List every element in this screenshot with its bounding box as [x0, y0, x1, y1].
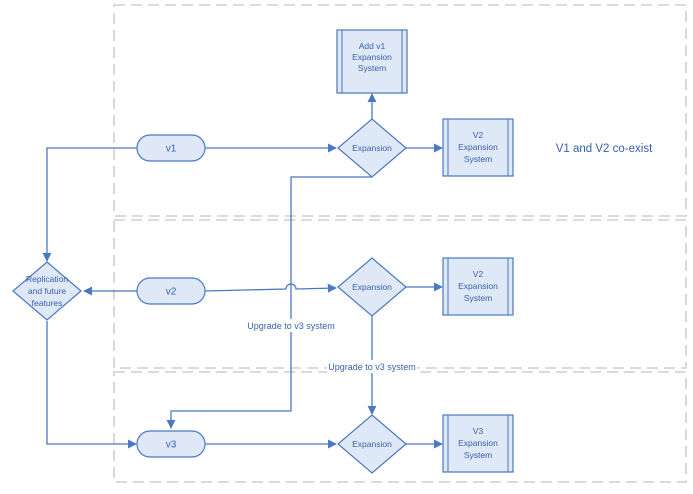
v3-system-line-2: Expansion	[458, 438, 498, 448]
v2-system-1-line-3: System	[464, 154, 492, 164]
node-expansion-1[interactable]: Expansion	[337, 118, 407, 178]
upgrade-label-left: Upgrade to v3 system	[247, 321, 335, 331]
connectors	[42, 93, 443, 449]
node-expansion-3[interactable]: Expansion	[337, 414, 407, 474]
node-replication-line-2: and future	[28, 286, 67, 296]
edge-v1-to-replication	[42, 147, 137, 262]
node-v1-label: v1	[166, 144, 177, 155]
node-v3[interactable]: v3	[136, 430, 206, 458]
v2-system-2-line-3: System	[464, 293, 492, 303]
node-v2-expansion-system-2[interactable]: V2 Expansion System	[442, 257, 514, 316]
node-v3-expansion-system[interactable]: V3 Expansion System	[442, 414, 514, 473]
node-v1[interactable]: v1	[136, 134, 206, 162]
node-v2-label: v2	[166, 287, 177, 298]
v3-system-line-3: System	[464, 450, 492, 460]
node-replication-line-1: Replication	[26, 274, 68, 284]
node-replication[interactable]: Replication and future features	[12, 261, 82, 321]
v2-system-2-line-2: Expansion	[458, 281, 498, 291]
v3-system-line-1: V3	[473, 426, 484, 436]
node-v2-expansion-system-1[interactable]: V2 Expansion System	[442, 118, 514, 177]
edge-expansion-1-upgrade-to-v3	[166, 176, 372, 429]
add-v1-line-3: System	[358, 63, 386, 73]
node-expansion-3-label: Expansion	[352, 439, 392, 449]
node-expansion-2-label: Expansion	[352, 282, 392, 292]
v2-system-1-line-1: V2	[473, 130, 484, 140]
node-replication-line-3: features	[32, 298, 63, 308]
edge-v2-to-expansion-2	[204, 283, 337, 293]
edge-labels: Upgrade to v3 system Upgrade to v3 syste…	[246, 319, 417, 373]
lane-label-v1-v2: V1 and V2 co-exist	[556, 143, 653, 155]
node-v3-label: v3	[166, 440, 177, 451]
node-expansion-2[interactable]: Expansion	[337, 257, 407, 317]
v2-system-2-line-1: V2	[473, 269, 484, 279]
add-v1-line-1: Add v1	[359, 41, 386, 51]
node-expansion-1-label: Expansion	[352, 143, 392, 153]
node-add-v1-expansion-system[interactable]: Add v1 Expansion System	[336, 29, 408, 94]
edge-replication-to-v3	[46, 321, 137, 449]
node-v2[interactable]: v2	[136, 277, 206, 305]
add-v1-line-2: Expansion	[352, 52, 392, 62]
upgrade-label-right: Upgrade to v3 system	[328, 362, 416, 372]
v2-system-1-line-2: Expansion	[458, 142, 498, 152]
lane-v3	[113, 371, 687, 483]
